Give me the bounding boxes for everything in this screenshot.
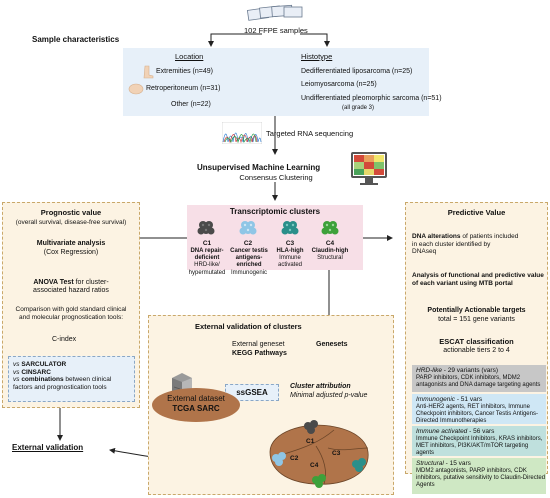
histotype-item-liposarcoma: Dedifferentiated liposarcoma (n=25) (301, 68, 413, 75)
actionable-targets-total: total = 151 gene variants (438, 316, 515, 323)
consensus-clustering-label: Consensus Clustering (239, 173, 313, 182)
torso-icon (128, 82, 144, 100)
location-heading: Location (175, 52, 204, 61)
kegg-pathways-label: KEGG Pathways (232, 350, 287, 357)
escat-group-structural (412, 458, 546, 494)
multivariate-subtitle: (Cox Regression) (43, 249, 99, 256)
c3-cell-cluster-icon (281, 219, 299, 237)
multivariate-title: Multivariate analysis (36, 240, 106, 247)
dna-alterations-text: DNA alterations of patients included in … (412, 233, 519, 256)
sample-characteristics-panel (123, 48, 429, 116)
heatmap-monitor-icon (351, 152, 387, 186)
blob-label-c3: C3 (332, 450, 341, 457)
cluster-c4-id: C4 (325, 240, 335, 247)
cluster-c3-id: C3 (285, 240, 295, 247)
c4-cell-cluster-icon (321, 219, 339, 237)
escat-group-structural-text: Structural - 15 vars MDM2 antagonists, P… (416, 460, 546, 488)
c2-cell-cluster-icon (239, 219, 257, 237)
actionable-targets-title: Potentially Actionable targets (427, 307, 526, 314)
cluster-c1-id: C1 (202, 240, 212, 247)
blob-label-c1: C1 (306, 438, 315, 445)
genesets-label: Genesets (316, 341, 348, 348)
prognostic-title: Prognostic value (40, 208, 102, 217)
location-item-other: Other (n=22) (171, 101, 211, 108)
tcga-dataset-ellipse (152, 388, 240, 422)
escat-group-immune-activated-text: Immune activated - 56 vars Immune Checkp… (416, 428, 543, 456)
sequencing-label: Targeted RNA sequencing (266, 129, 354, 138)
blob-label-c4: C4 (310, 462, 319, 469)
c-index-label: C-index (52, 336, 77, 343)
min-pvalue-label: Minimal adjusted p-value (290, 392, 368, 399)
leg-icon (140, 65, 154, 84)
external-geneset-label: External geneset (232, 341, 285, 348)
escat-title: ESCAT classification (439, 337, 514, 346)
transcriptomic-clusters-panel (187, 205, 363, 270)
unsupervised-ml-title: Unsupervised Machine Learning (197, 163, 321, 172)
histotype-item-leiomyosarcoma: Leiomyosarcoma (n=25) (301, 81, 377, 88)
escat-group-immune-activated (412, 426, 546, 456)
transcriptomic-clusters-title: Transcriptomic clusters (229, 207, 321, 216)
histotype-item-ups: Undifferentiated pleomorphic sarcoma (n=… (301, 95, 442, 102)
location-item-retroperitoneum: Retroperitoneum (n=31) (146, 85, 221, 92)
ssgsea-label: ssGSEA (236, 388, 268, 397)
external-dataset-label: External dataset (167, 394, 225, 403)
ffpe-slides-icon (246, 3, 306, 23)
analysis-text: Analysis of functional and predictive va… (412, 272, 544, 287)
cluster-attribution-blob (264, 418, 374, 490)
tcga-sarc-label: TCGA SARC (172, 404, 220, 413)
external-validation-title: External validation of clusters (195, 322, 302, 331)
ffpe-label: 102 FFPE samples (244, 26, 308, 35)
blob-label-c2: C2 (290, 455, 299, 462)
cluster-c2-id: C2 (243, 240, 253, 247)
predictive-title: Predictive Value (447, 208, 506, 217)
histotype-grade-note: (all grade 3) (342, 105, 375, 111)
comparison-tools-list: vs SARCULATOR vs CINSARC vs combinations… (13, 361, 112, 391)
escat-group-hrd-like-text: HRD-like - 29 variants (vars) PARP inhib… (416, 367, 541, 388)
location-item-extremities: Extremities (n=49) (156, 68, 213, 75)
escat-group-immunogenic (412, 394, 546, 424)
sample-characteristics-heading: Sample characteristics (32, 35, 120, 44)
escat-group-immunogenic-text: Immunogenic - 51 vars Anti-HER2 agents, … (416, 396, 538, 424)
prognostic-subtitle: (overall survival, disease-free survival… (15, 219, 127, 226)
cluster-attribution-label: Cluster attribution (290, 383, 351, 390)
escat-subtitle: actionable tiers 2 to 4 (443, 347, 510, 354)
escat-group-hrd-like (412, 365, 546, 392)
chromatogram-icon (221, 121, 263, 145)
comparison-tools-box (8, 356, 135, 402)
anova-text: ANOVA Test for cluster-associated hazard… (33, 279, 109, 295)
external-validation-label: External validation (12, 443, 84, 452)
histotype-heading: Histotype (301, 52, 333, 61)
c1-cell-cluster-icon (197, 219, 215, 237)
